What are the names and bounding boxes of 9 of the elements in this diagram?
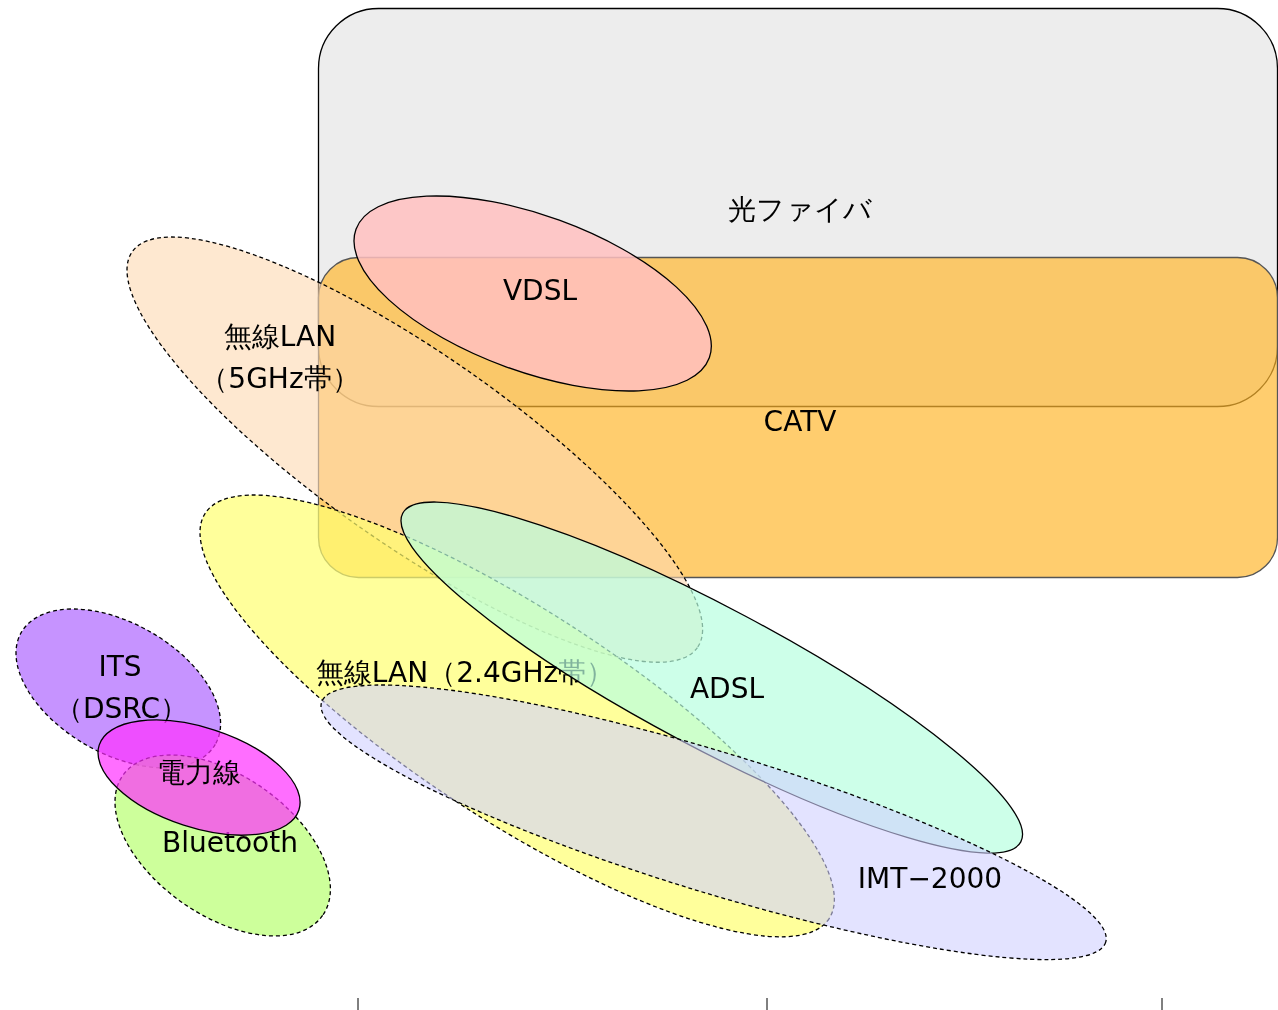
region-label: ITS（DSRC） <box>55 649 185 727</box>
region-label: 光ファイバ <box>728 192 872 228</box>
region-label: ADSL <box>689 671 765 707</box>
region-label: CATV <box>763 404 837 440</box>
region-label: 無線LAN（5GHz帯） <box>200 319 360 397</box>
region-label: Bluetooth <box>162 825 298 861</box>
region-label: IMT−2000 <box>857 861 1003 897</box>
region-label: 電力線 <box>157 755 241 791</box>
region-label: VDSL <box>502 273 578 309</box>
